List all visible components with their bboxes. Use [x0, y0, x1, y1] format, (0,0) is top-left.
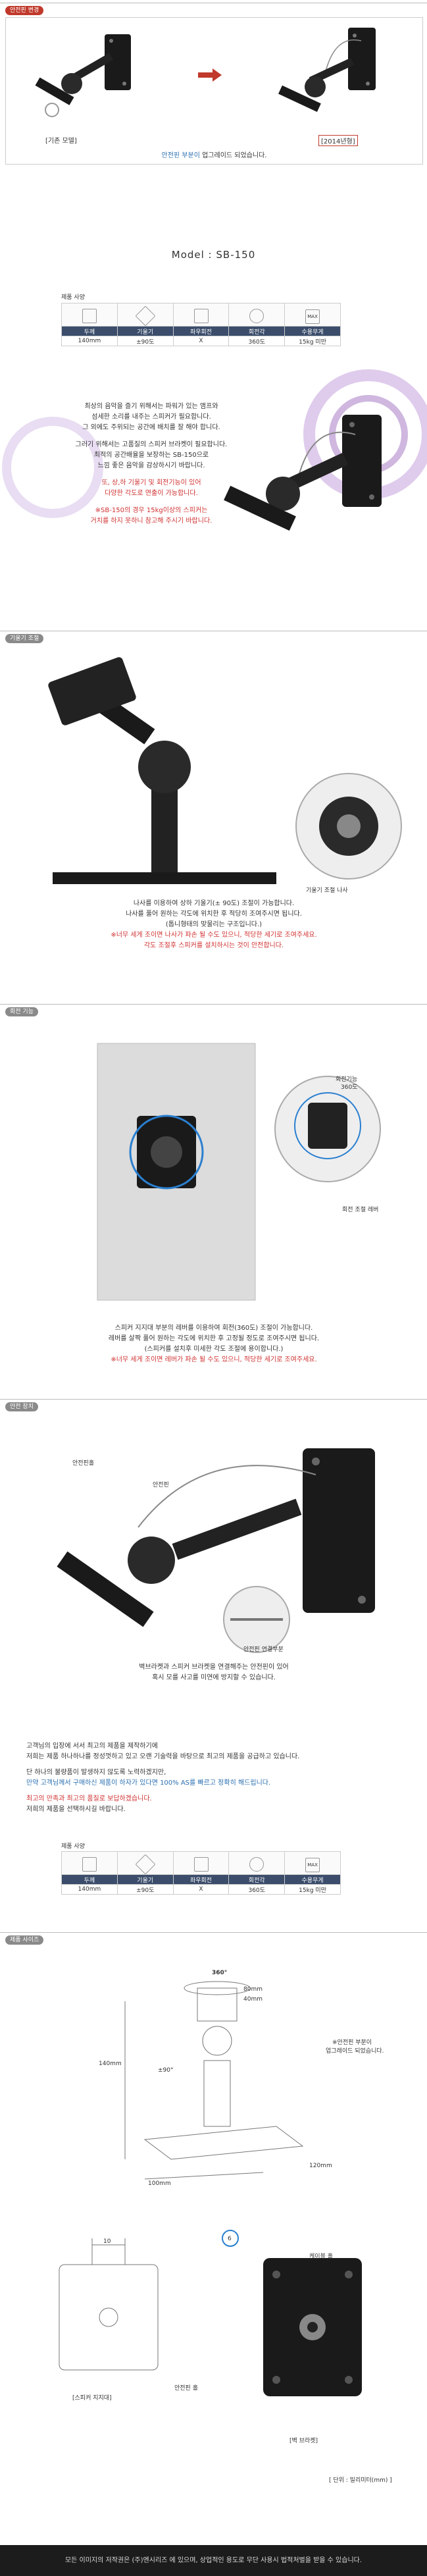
speaker-bracket-label: [스피커 지지대] — [72, 2395, 112, 2402]
section-header-size: 제품 사이즈 — [0, 1932, 427, 1947]
spec-value: X — [172, 1884, 230, 1895]
section-tag: 기울기 조절 — [5, 634, 44, 643]
swivel-icon — [172, 1851, 230, 1875]
compare-note-highlight: 안전핀 부분이 — [161, 152, 200, 159]
rotate-image — [97, 1043, 381, 1301]
spec-header: 두께 — [61, 326, 118, 336]
spec-table-2: MAX 두께 기울기 좌우회전 회전각 수용무게 140mm ±90도 X 36… — [61, 1851, 341, 1895]
section-header-rotate: 회전 기능 — [0, 1004, 427, 1019]
dim-140: 140mm — [99, 2061, 122, 2067]
spec-header: 수용무게 — [284, 1874, 341, 1885]
compare-note: 안전핀 부분이 업그레이드 되었습니다. — [6, 149, 422, 159]
safety-ring-label: 안전핀홀 — [72, 1460, 95, 1467]
weight-icon: MAX — [284, 1851, 341, 1875]
tilt-icon — [116, 1851, 174, 1875]
dim-6: 6 — [228, 2236, 232, 2242]
spec-value: 15kg 미만 — [284, 336, 341, 346]
safety-pin-label: 안전핀 — [153, 1482, 169, 1488]
tilt-image — [48, 657, 402, 884]
section-header-safety: 안전 장치 — [0, 1399, 427, 1414]
tilt-screw-label: 기울기 조절 나사 — [306, 887, 348, 894]
rotate-label-1: 회전기능 — [336, 1076, 358, 1083]
size-note-1: ※안전핀 부분이 — [332, 2039, 372, 2046]
safety-connector-label: 안전핀 연결부분 — [243, 1646, 284, 1653]
part-drawing — [59, 2230, 362, 2396]
arrow-right-icon — [198, 68, 222, 82]
section-header-tilt: 기울기 조절 — [0, 631, 427, 646]
spec-header: 수용무게 — [284, 326, 341, 336]
swivel-icon — [172, 303, 230, 327]
copyright-footer: 모든 이미지의 저작권은 (주)엔시리즈 에 있으며, 상업적인 용도로 무단 … — [0, 2545, 427, 2576]
spec-value: 140mm — [61, 336, 118, 346]
spec-header: 기울기 — [116, 1874, 174, 1885]
spec-value: X — [172, 336, 230, 346]
dim-tilt: ±90° — [158, 2067, 174, 2074]
cable-hole-label: 케이블 홀 — [309, 2253, 333, 2260]
tilt-icon — [116, 303, 174, 327]
dim-rotation: 360° — [212, 1970, 228, 1976]
compare-panel: [기존 모델] [2014년형] 안전핀 부분이 업그레이드 되었습니다. — [5, 17, 423, 165]
dim-100: 100mm — [148, 2180, 171, 2187]
section-tag: 안전 장치 — [5, 1402, 38, 1411]
spec-value: 360도 — [228, 1884, 286, 1895]
spec-header: 회전각 — [228, 1874, 286, 1885]
unit-label: [ 단위 : 밀리미터(mm) ] — [329, 2477, 392, 2484]
rotate-label-2: 360도 — [341, 1084, 358, 1091]
copyright-text: 모든 이미지의 저작권은 (주)엔시리즈 에 있으며, 상업적인 용도로 무단 … — [64, 2557, 363, 2564]
thickness-icon — [61, 303, 118, 327]
spec-value: 15kg 미만 — [284, 1884, 341, 1895]
new-model-label: [2014년형] — [318, 135, 358, 146]
spec-header: 기울기 — [116, 326, 174, 336]
pin-hole-label: 안전핀 홀 — [174, 2385, 198, 2392]
rotate-lever-label: 회전 조절 레버 — [342, 1207, 379, 1213]
spec-header: 회전각 — [228, 326, 286, 336]
spec-value: ±90도 — [116, 336, 174, 346]
rotate-text: 스피커 지지대 부분의 레버를 이용하여 회전(360도) 조절이 가능합니다.… — [108, 1325, 320, 1363]
dim-80: 80mm — [243, 1986, 263, 1993]
dim-10: 10 — [103, 2238, 111, 2245]
section-tag: 회전 기능 — [5, 1007, 38, 1016]
model-title: Model : SB-150 — [171, 249, 256, 261]
section-tag: 안전핀 변경 — [5, 6, 44, 15]
intro-background — [2, 369, 427, 531]
spec-table: MAX 두께 기울기 좌우회전 회전각 수용무게 140mm ±90도 X 36… — [61, 303, 341, 346]
new-model-image — [278, 28, 376, 112]
old-model-label: [기존 모델] — [45, 138, 77, 145]
spec-header: 좌우회전 — [172, 1874, 230, 1885]
wall-bracket-label: [벽 브라켓] — [289, 2438, 318, 2444]
old-model-image — [35, 34, 131, 117]
dimension-drawing — [124, 1981, 304, 2180]
dim-120: 120mm — [309, 2163, 332, 2169]
rotation-icon — [228, 1851, 286, 1875]
section-header-safety-change: 안전핀 변경 — [0, 3, 427, 18]
spec-label: 제품 사양 — [61, 294, 85, 301]
size-note-2: 업그레이드 되었습니다. — [326, 2048, 384, 2055]
tilt-text: 나사를 이용하여 상하 기울기(± 90도) 조절이 가능합니다.나사를 풀어 … — [111, 900, 317, 949]
thickness-icon — [61, 1851, 118, 1875]
spec-value: ±90도 — [116, 1884, 174, 1895]
spec-header: 두께 — [61, 1874, 118, 1885]
safety-image — [57, 1448, 375, 1653]
section-tag: 제품 사이즈 — [5, 1935, 44, 1945]
rotation-icon — [228, 303, 286, 327]
spec-header: 좌우회전 — [172, 326, 230, 336]
weight-icon: MAX — [284, 303, 341, 327]
spec-value: 140mm — [61, 1884, 118, 1895]
spec-value: 360도 — [228, 336, 286, 346]
spec-label-2: 제품 사양 — [61, 1843, 85, 1850]
compare-note-text: 업그레이드 되었습니다. — [202, 152, 267, 159]
dim-40: 40mm — [243, 1996, 263, 2003]
